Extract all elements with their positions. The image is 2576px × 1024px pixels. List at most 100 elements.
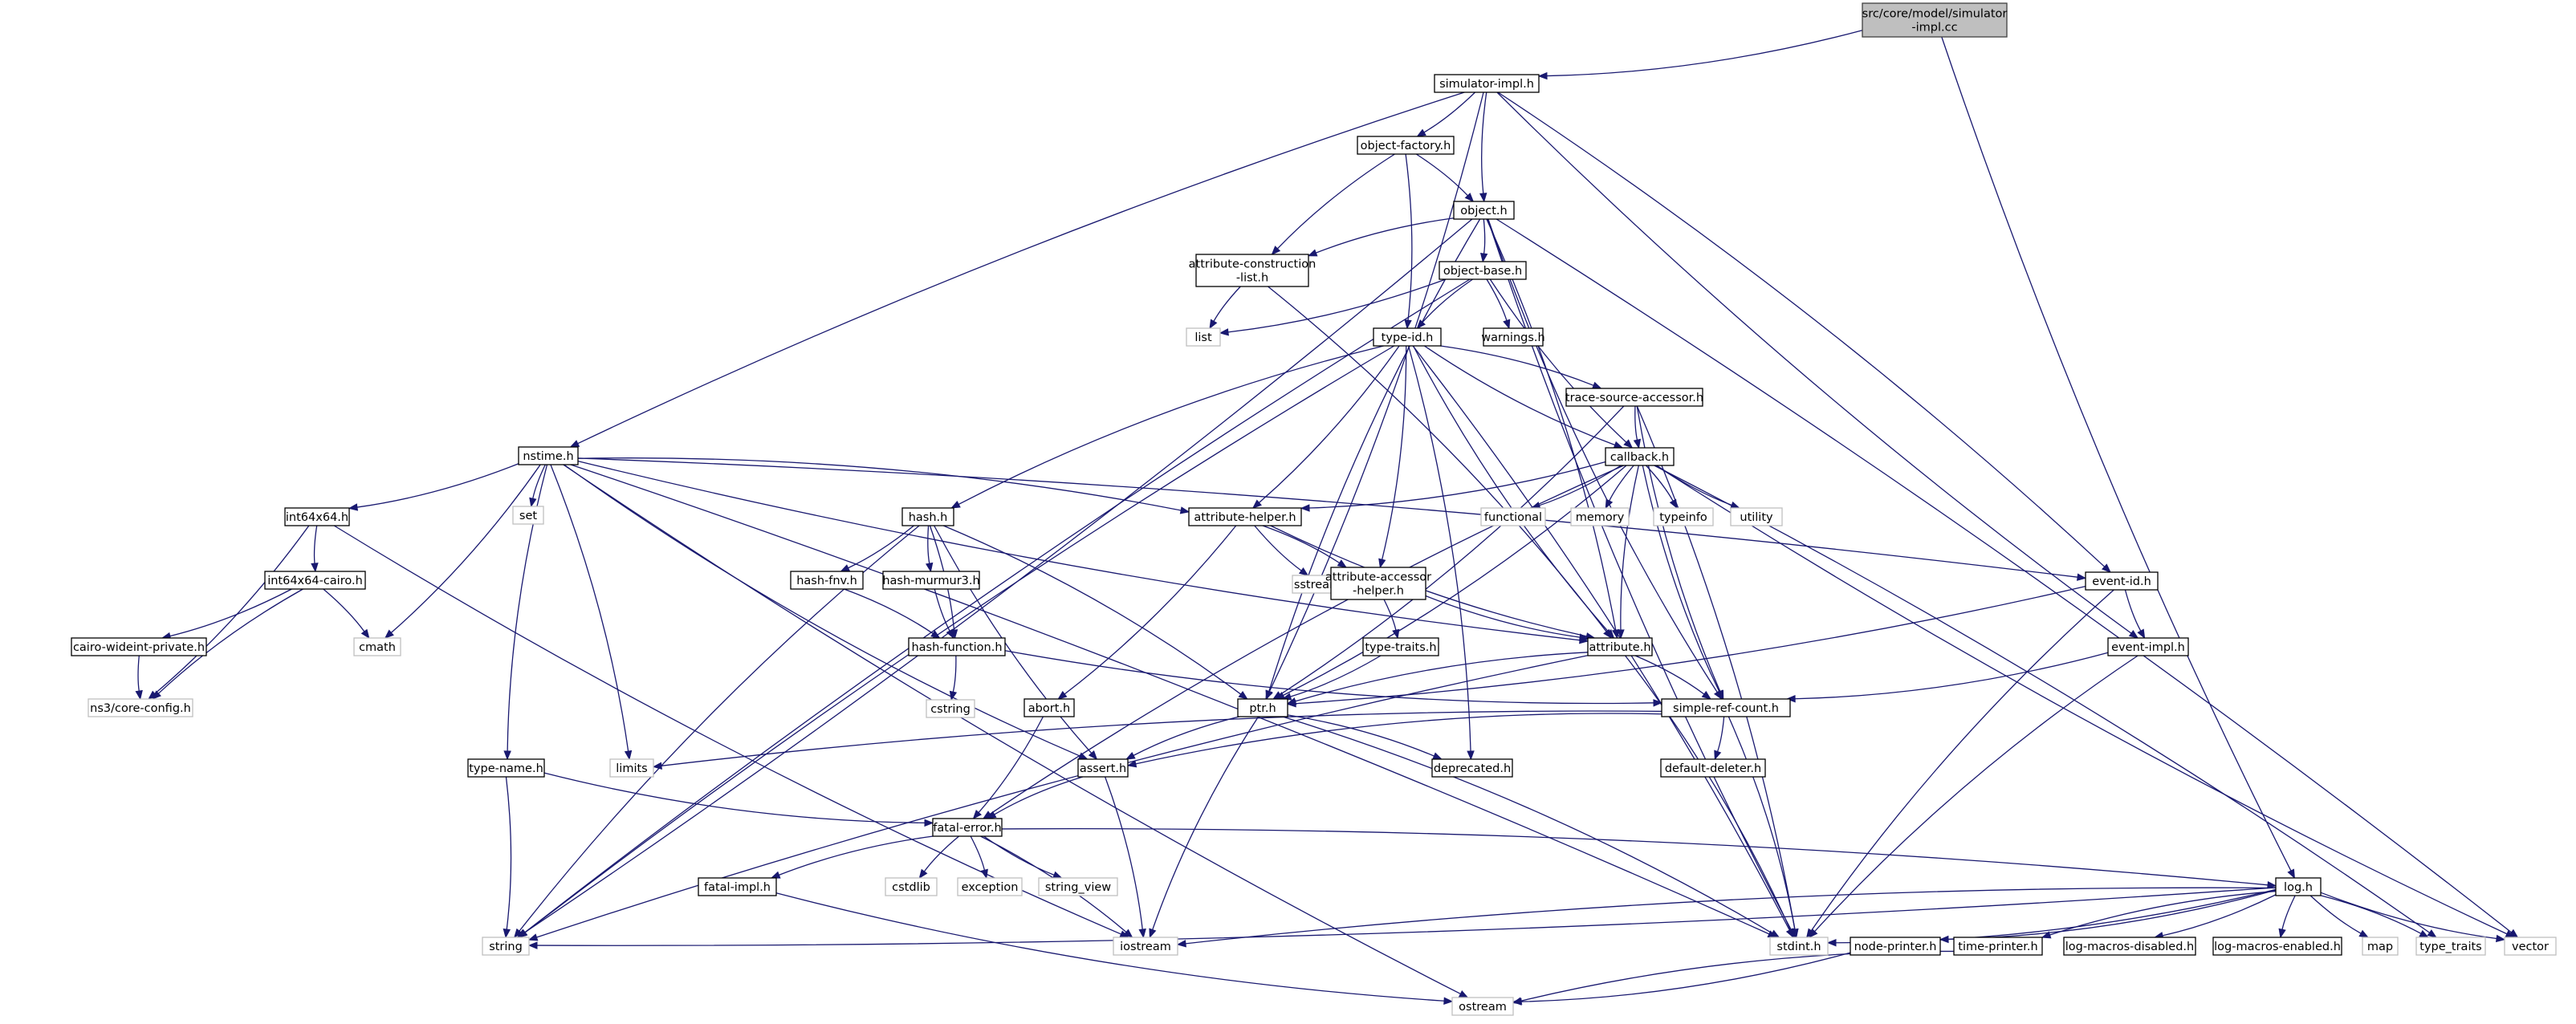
- edge-type_id-to-attribute: [1412, 345, 1609, 632]
- edge-arrowhead-attr_helper-to-sstream: [1298, 567, 1309, 576]
- node-label: string_view: [1045, 881, 1111, 894]
- node-attr-construction[interactable]: attribute-construction-list.h: [1189, 254, 1316, 287]
- edge-attr_accessor-to-type_traits_h: [1383, 599, 1397, 631]
- edge-arrowhead-simple_ref-to-stdint: [1791, 928, 1799, 939]
- node-attr-helper[interactable]: attribute-helper.h: [1188, 507, 1302, 526]
- node-default-deleter[interactable]: default-deleter.h: [1660, 758, 1766, 778]
- node-int64x64[interactable]: int64x64.h: [284, 507, 350, 526]
- node-log-macros-enabled[interactable]: log-macros-enabled.h: [2212, 937, 2342, 956]
- node-box: [284, 507, 350, 526]
- edge-attr_construction-to-list: [1213, 286, 1241, 322]
- node-log[interactable]: log.h: [2275, 877, 2322, 896]
- node-root: src/core/model/simulator-impl.cc: [1862, 2, 2008, 38]
- edge-object-to-attribute: [1486, 218, 1617, 631]
- node-label: node-printer.h: [1854, 941, 1937, 953]
- node-label: attribute-helper.h: [1194, 511, 1296, 524]
- edge-object_base-to-callback: [1489, 278, 1627, 443]
- node-trace-source[interactable]: trace-source-accessor.h: [1565, 388, 1703, 407]
- node-object-base[interactable]: object-base.h: [1439, 261, 1527, 280]
- node-fatal-error[interactable]: fatal-error.h: [932, 818, 1003, 837]
- edge-arrowhead-simple_ref-to-assert: [1126, 760, 1137, 768]
- node-box: [932, 818, 1003, 837]
- node-type-id[interactable]: type-id.h: [1373, 327, 1442, 347]
- edge-arrowhead-log-to-std_type_traits: [2419, 929, 2429, 938]
- node-label: iostream: [1120, 941, 1171, 953]
- node-int64x64-cairo[interactable]: int64x64-cairo.h: [264, 571, 366, 590]
- node-box: [1195, 254, 1309, 287]
- node-box: [1862, 2, 2008, 38]
- edge-arrowhead-nstime-to-type_name: [503, 750, 511, 761]
- edge-arrowhead-fatal_error-to-string_view: [1052, 871, 1063, 879]
- node-fatal-impl[interactable]: fatal-impl.h: [698, 877, 777, 896]
- node-object-factory[interactable]: object-factory.h: [1357, 136, 1455, 155]
- node-label: type_traits: [2419, 941, 2481, 953]
- node-limits: limits: [609, 758, 654, 778]
- edge-event_id-to-stdint: [1810, 589, 2114, 932]
- edge-nstime-to-stdint: [570, 464, 1770, 935]
- node-label: cairo-wideint-private.h: [73, 641, 205, 654]
- node-cstdlib: cstdlib: [885, 877, 938, 896]
- node-string-view: string_view: [1038, 877, 1118, 896]
- node-warnings[interactable]: warnings.h: [1481, 327, 1545, 347]
- edge-log-to-iostream: [1185, 887, 2277, 945]
- node-deprecated[interactable]: deprecated.h: [1431, 758, 1513, 778]
- node-type-traits-h[interactable]: type-traits.h: [1362, 637, 1439, 656]
- node-hash-murmur[interactable]: hash-murmur3.h: [882, 571, 980, 590]
- node-label: ns3/core-config.h: [90, 702, 191, 715]
- node-label: stdint.h: [1776, 941, 1821, 953]
- edge-arrowhead-assert-to-iostream: [1138, 929, 1146, 939]
- node-hash[interactable]: hash.h: [901, 507, 954, 526]
- node-time-printer[interactable]: time-printer.h: [1953, 937, 2043, 956]
- node-event-impl[interactable]: event-impl.h: [2107, 637, 2189, 656]
- edge-callback-to-simple_ref: [1642, 465, 1720, 693]
- node-nstime[interactable]: nstime.h: [518, 446, 579, 465]
- edge-ptr-to-deprecated: [1287, 714, 1435, 757]
- node-label: nstime.h: [523, 450, 573, 463]
- node-box: [2212, 937, 2342, 956]
- node-log-macros-disabled[interactable]: log-macros-disabled.h: [2063, 937, 2196, 956]
- edge-arrowhead-object_factory-to-type_id: [1404, 319, 1412, 330]
- node-simple-ref[interactable]: simple-ref-count.h: [1661, 698, 1791, 717]
- node-hash-fnv[interactable]: hash-fnv.h: [790, 571, 864, 590]
- node-ptr[interactable]: ptr.h: [1237, 698, 1288, 717]
- node-simulator-impl[interactable]: simulator-impl.h: [1434, 74, 1540, 93]
- node-assert[interactable]: assert.h: [1077, 758, 1129, 778]
- edge-callback-to-functional: [1539, 465, 1622, 506]
- node-attribute[interactable]: attribute.h: [1587, 637, 1653, 656]
- node-event-id[interactable]: event-id.h: [2085, 571, 2159, 591]
- node-box: [1186, 327, 1221, 347]
- node-box: [926, 699, 975, 718]
- edge-hash_murmur-to-hash_function: [934, 588, 950, 632]
- edge-callback-to-ptr: [1283, 465, 1627, 697]
- node-type-name[interactable]: type-name.h: [467, 758, 545, 778]
- edge-arrowhead-object-to-attr_construction: [1307, 249, 1318, 257]
- node-std-type-traits: type_traits: [2415, 937, 2486, 956]
- edge-arrowhead-simulator_impl-to-event_impl: [2128, 629, 2139, 639]
- node-box: [908, 637, 1006, 656]
- node-label: vector: [2512, 941, 2549, 953]
- edge-event_impl-to-simple_ref: [1795, 652, 2109, 700]
- edge-object-to-simple_ref: [1487, 218, 1718, 693]
- edge-arrowhead-nstime-to-cmath: [384, 629, 394, 639]
- edge-arrowhead-attr_accessor-to-attribute: [1578, 633, 1589, 641]
- edge-arrowhead-object_factory-to-object: [1464, 193, 1475, 202]
- edge-nstime-to-int64x64: [356, 463, 519, 508]
- edge-nstime-to-attribute: [577, 460, 1581, 641]
- edge-arrowhead-event_id-to-event_impl: [2137, 628, 2146, 640]
- node-cairo-wideint[interactable]: cairo-wideint-private.h: [71, 637, 207, 656]
- edge-object_factory-to-type_id: [1405, 153, 1413, 321]
- edge-attr_accessor-to-attribute: [1425, 595, 1581, 638]
- node-callback[interactable]: callback.h: [1605, 447, 1675, 466]
- node-box: [264, 571, 366, 590]
- edge-fatal_error-to-fatal_impl: [779, 835, 934, 876]
- edge-trace_source-to-stdint: [1636, 405, 1796, 930]
- edge-log-to-log_macros_disabled: [2162, 894, 2277, 937]
- node-box: [512, 506, 544, 525]
- node-object[interactable]: object.h: [1453, 201, 1515, 220]
- node-node-printer[interactable]: node-printer.h: [1850, 937, 1941, 956]
- node-hash-function[interactable]: hash-function.h: [908, 637, 1006, 656]
- node-abort[interactable]: abort.h: [1023, 698, 1075, 717]
- node-cmath: cmath: [353, 637, 401, 656]
- node-label: hash-murmur3.h: [882, 575, 979, 587]
- node-attr-accessor[interactable]: attribute-accessor-helper.h: [1325, 567, 1431, 600]
